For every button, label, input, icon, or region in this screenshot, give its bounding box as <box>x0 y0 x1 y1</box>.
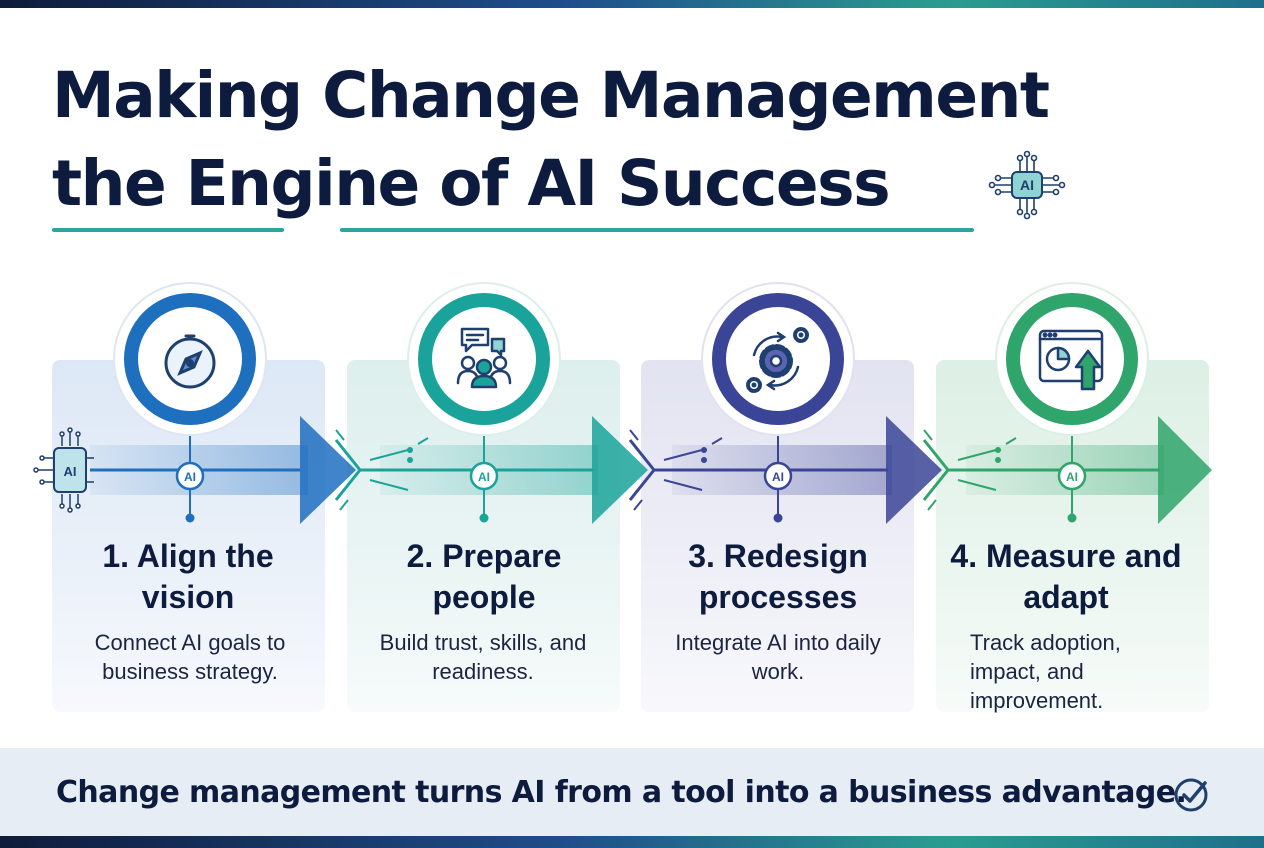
compass-icon <box>164 334 216 389</box>
chart-growth-icon <box>1038 329 1104 391</box>
title-line-2: the Engine of AI Success <box>52 147 891 220</box>
step-1-title: 1. Align the vision <box>102 538 274 615</box>
gears-cycle-icon <box>746 327 809 393</box>
top-accent-bar <box>0 0 1264 8</box>
step-3-description: Integrate AI into daily work. <box>675 630 881 684</box>
step-2-description: Build trust, skills, and readiness. <box>379 630 587 684</box>
step-1-icon-badge <box>113 282 267 436</box>
step-3-title: 3. Redesign processes <box>688 538 868 615</box>
title-underline-right <box>340 228 974 232</box>
step-4-title: 4. Measure and adapt <box>950 538 1182 615</box>
ai-chip-icon: AI <box>988 150 1066 220</box>
people-chat-icon <box>456 327 512 389</box>
step-4-description: Track adoption, impact, and improvement. <box>970 630 1121 713</box>
chip-label: AI <box>1020 177 1034 193</box>
step-1-description: Connect AI goals to business strategy. <box>94 630 286 684</box>
step-3-icon-badge <box>701 282 855 436</box>
step-4-icon-badge <box>995 282 1149 436</box>
step-2-icon-badge <box>407 282 561 436</box>
check-circle-icon <box>1174 778 1208 812</box>
title-underline-left <box>52 228 284 232</box>
footer-banner <box>0 748 1264 836</box>
page-title: Making Change Management the Engine of A… <box>52 52 1050 228</box>
title-line-1: Making Change Management <box>52 59 1050 132</box>
bottom-accent-bar <box>0 836 1264 848</box>
footer-text: Change management turns AI from a tool i… <box>56 775 1187 810</box>
step-2-title: 2. Prepare people <box>406 538 562 615</box>
